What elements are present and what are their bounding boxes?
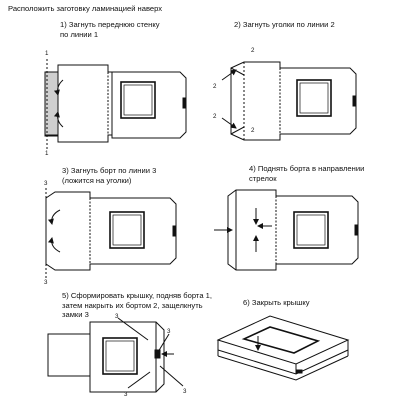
step-3-blank bbox=[45, 188, 177, 278]
step-6-caption: 6) Закрыть крышку bbox=[243, 298, 310, 308]
step-5-line-b: затем накрыть их бортом 2, защелкнуть bbox=[62, 300, 203, 310]
step-3-caption: 3) Загнуть борт по линии 3 (ложится на у… bbox=[62, 166, 156, 185]
step-2-lock-slot bbox=[352, 95, 357, 107]
step-1-fold-arrow-bottom bbox=[53, 111, 64, 128]
step-6-lid-sides bbox=[217, 340, 349, 375]
step-3-window bbox=[109, 211, 145, 249]
step-1-bottom-panel bbox=[108, 71, 187, 139]
fold-marker-2-left-b: 2 bbox=[213, 113, 217, 120]
step-2-line-a: 2) Загнуть уголки по линии 2 bbox=[234, 20, 335, 29]
step-3-arrow-b bbox=[47, 237, 61, 253]
step-1-line-a: 1) Загнуть переднюю стенку bbox=[60, 20, 160, 29]
step-3-lock-slot bbox=[172, 225, 177, 237]
step-1-window bbox=[120, 81, 156, 119]
step-4-lock-slot bbox=[354, 224, 359, 236]
step-1-lock-slot bbox=[182, 97, 187, 109]
step-6-base bbox=[217, 355, 349, 381]
step-2-arrow-a bbox=[221, 69, 237, 81]
step-6-lid-window bbox=[241, 326, 321, 354]
lock-marker-3-b: 3 bbox=[167, 328, 171, 335]
step-3-outline bbox=[45, 191, 177, 271]
step-3-line-b: (ложится на уголки) bbox=[62, 175, 132, 185]
step-5-line-c: замки 3 bbox=[62, 310, 89, 320]
step-5-leader-a bbox=[117, 317, 149, 341]
step-2-arrow-b bbox=[221, 117, 237, 129]
step-5-leader-d bbox=[127, 371, 151, 389]
step-1-line-b: по линии 1 bbox=[60, 29, 99, 39]
lock-marker-3-d: 3 bbox=[124, 391, 128, 398]
step-5-front-panel bbox=[47, 333, 91, 377]
fold-marker-1-bottom: 1 bbox=[45, 150, 49, 157]
step-5-window bbox=[102, 337, 138, 375]
step-4-window bbox=[293, 211, 329, 249]
fold-marker-3-top: 3 bbox=[44, 180, 48, 187]
step-2-outline bbox=[230, 61, 357, 141]
fold-marker-1-top: 1 bbox=[45, 50, 49, 57]
lock-marker-3-a: 3 bbox=[115, 313, 119, 320]
step-4-line-b: стрелок bbox=[249, 173, 277, 183]
step-2-blank bbox=[221, 61, 357, 141]
step-4-outline bbox=[227, 189, 359, 271]
step-4-caption: 4) Поднять борта в направлении стрелок bbox=[249, 164, 364, 183]
step-3-arrow-a bbox=[47, 209, 61, 225]
step-1-caption: 1) Загнуть переднюю стенку по линии 1 bbox=[60, 20, 160, 39]
step-5-caption: 5) Сформировать крышку, подняв борта 1, … bbox=[62, 291, 212, 320]
step-4-line-a: 4) Поднять борта в направлении bbox=[249, 164, 365, 173]
step-6-box bbox=[216, 315, 350, 381]
step-6-line-a: 6) Закрыть крышку bbox=[243, 298, 310, 307]
step-5-lock-slot bbox=[154, 349, 161, 359]
fold-marker-2-top: 2 bbox=[251, 47, 255, 54]
page-title: Расположить заготовку ламинацией наверх bbox=[8, 4, 163, 13]
step-4-blank bbox=[214, 189, 359, 271]
fold-marker-2-bottom: 2 bbox=[251, 127, 255, 134]
fold-marker-2-left-a: 2 bbox=[213, 83, 217, 90]
step-2-window bbox=[296, 79, 332, 117]
step-2-caption: 2) Загнуть уголки по линии 2 bbox=[234, 20, 335, 30]
step-5-lid-top bbox=[89, 321, 165, 393]
step-1-outline bbox=[45, 64, 113, 143]
lock-marker-3-c: 3 bbox=[183, 388, 187, 395]
step-5-line-a: 5) Сформировать крышку, подняв борта 1, bbox=[62, 291, 212, 300]
step-5-leader-c bbox=[159, 365, 184, 387]
step-6-lock bbox=[295, 369, 303, 374]
step-5-leader-b bbox=[157, 333, 170, 353]
step-5-lid bbox=[47, 317, 184, 393]
step-1-fold-arrow-top bbox=[53, 79, 64, 96]
step-6-lid-top bbox=[216, 315, 350, 365]
step-1-blank bbox=[44, 59, 187, 150]
step-3-line-a: 3) Загнуть борт по линии 3 bbox=[62, 166, 157, 175]
fold-marker-3-bottom: 3 bbox=[44, 279, 48, 286]
